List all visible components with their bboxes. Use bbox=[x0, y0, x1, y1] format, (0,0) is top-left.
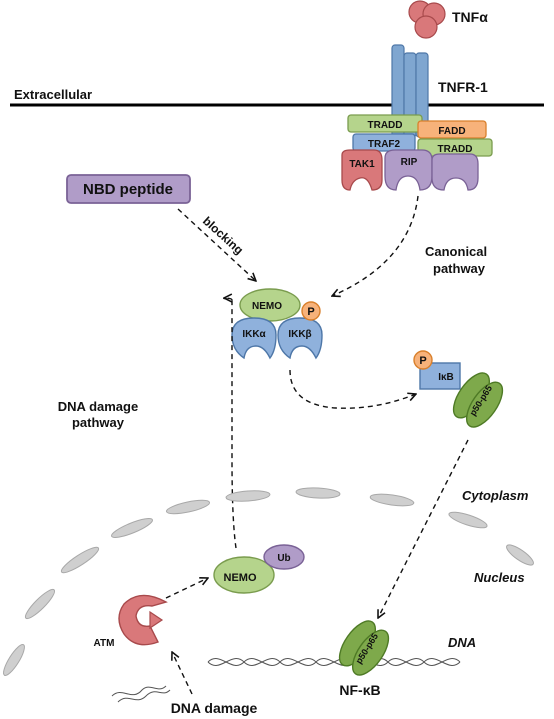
fadd-label: FADD bbox=[438, 126, 465, 137]
phospho-ikb-circle bbox=[413, 350, 433, 370]
dna-label: DNA bbox=[448, 635, 476, 650]
ikk-beta-label: IKKβ bbox=[288, 329, 311, 340]
phospho-ikb-label: P bbox=[419, 355, 426, 367]
cytoplasm-label: Cytoplasm bbox=[462, 488, 529, 503]
nfkb-nuclear-shape bbox=[338, 620, 390, 676]
ikb-label: IκB bbox=[438, 372, 454, 383]
ikk-complex bbox=[231, 288, 323, 360]
tnfr1-label: TNFR-1 bbox=[438, 79, 488, 95]
nemo-ub-complex bbox=[213, 544, 305, 594]
nemo-bottom-label: NEMO bbox=[224, 572, 257, 584]
ikk-beta-shape bbox=[277, 317, 323, 360]
dna-helix bbox=[207, 658, 461, 666]
damaged-dna bbox=[111, 685, 171, 703]
canonical-pathway-arrow bbox=[332, 195, 419, 296]
tradd-left-label: TRADD bbox=[368, 120, 403, 131]
nuclear-envelope bbox=[3, 487, 534, 676]
dna-damage-pathway-label-line1: DNA damage bbox=[58, 399, 138, 414]
rip-protein bbox=[384, 149, 479, 191]
nucleus-label: Nucleus bbox=[474, 570, 525, 585]
ikb-complex bbox=[413, 350, 504, 428]
phospho-top-circle bbox=[301, 301, 321, 321]
canonical-label-line2: pathway bbox=[433, 261, 486, 276]
ikk-alpha-shape bbox=[231, 317, 277, 360]
p50p65-cyto-shape bbox=[452, 372, 504, 428]
ikk-alpha-label: IKKα bbox=[242, 329, 266, 340]
traf2-box bbox=[352, 133, 416, 152]
ub-label: Ub bbox=[277, 553, 290, 564]
extracellular-label: Extracellular bbox=[14, 87, 92, 102]
ikk-to-ikb-arrow bbox=[289, 369, 416, 409]
fadd-box bbox=[417, 120, 487, 139]
dna-damage-pathway-arrowhead bbox=[224, 298, 233, 300]
phospho-top-label: P bbox=[307, 306, 314, 318]
atm-protein bbox=[118, 594, 168, 646]
traf2-label: TRAF2 bbox=[368, 139, 401, 150]
tak1-label: TAK1 bbox=[349, 159, 375, 170]
atm-to-nemo-arrow bbox=[165, 578, 208, 599]
dna-damage-label: DNA damage bbox=[171, 700, 258, 716]
dna-damage-to-atm-arrow bbox=[172, 652, 193, 695]
rip-label: RIP bbox=[401, 157, 418, 168]
tradd-right-label: TRADD bbox=[438, 144, 473, 155]
tnf-alpha-ligand bbox=[408, 0, 446, 39]
nemo-top-label: NEMO bbox=[252, 301, 282, 312]
nbd-peptide-label: NBD peptide bbox=[83, 181, 173, 198]
canonical-label-line1: Canonical bbox=[425, 244, 487, 259]
nfkb-label: NF-κB bbox=[339, 682, 380, 698]
nuclear-translocation-arrow bbox=[378, 439, 469, 618]
nemo-bottom-shape bbox=[213, 556, 275, 594]
atm-label: ATM bbox=[94, 638, 115, 649]
tak1-protein bbox=[341, 149, 383, 191]
nbd-peptide-box bbox=[66, 174, 191, 204]
tnf-alpha-label: TNFα bbox=[452, 9, 488, 25]
ub-shape bbox=[263, 544, 305, 570]
dna-damage-pathway-arrow bbox=[221, 297, 237, 549]
dna-damage-pathway-label-line2: pathway bbox=[72, 415, 125, 430]
